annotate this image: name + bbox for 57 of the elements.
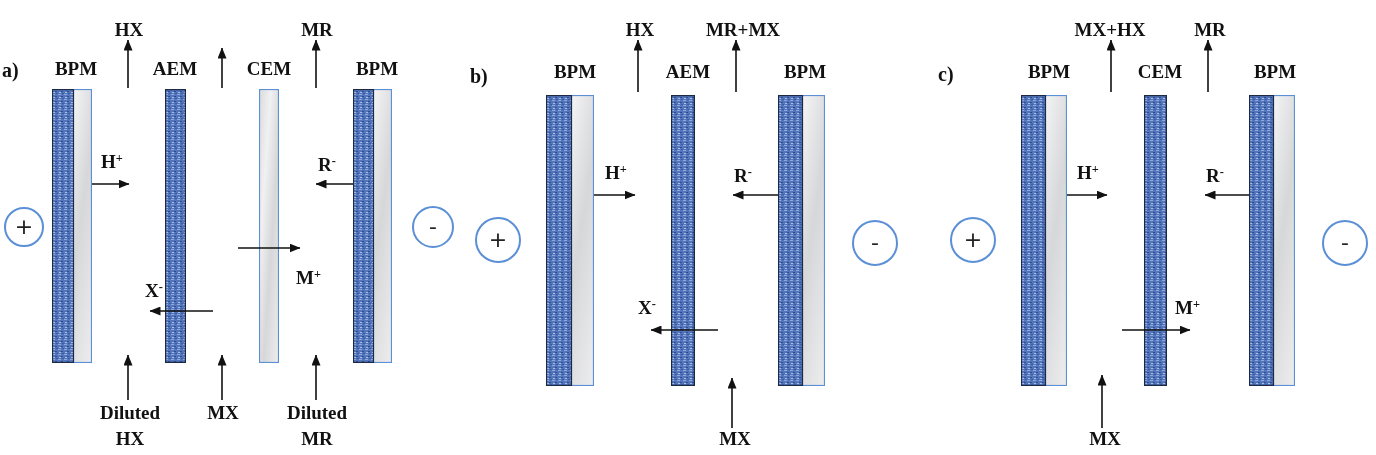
stream-label: MX <box>1089 428 1121 450</box>
membrane-label: BPM <box>1253 62 1297 82</box>
arrow <box>593 190 636 200</box>
stream-label: MX <box>719 428 751 450</box>
arrow <box>732 190 779 200</box>
membrane-label: AEM <box>665 62 711 82</box>
panel-label: a) <box>2 60 19 80</box>
arrow <box>727 377 737 429</box>
arrow <box>633 39 643 93</box>
membrane-label: AEM <box>152 59 198 79</box>
stream-label: Diluted HX <box>90 400 170 452</box>
stream-label: HX <box>625 20 655 40</box>
ion-label: X$^{-}$ <box>145 281 163 301</box>
membrane-label: BPM <box>783 62 827 82</box>
arrow <box>1097 374 1107 429</box>
membrane-label: BPM <box>54 59 98 79</box>
polarity-sign: + <box>950 217 996 263</box>
arrow <box>91 179 130 189</box>
polarity-sign: - <box>1322 220 1368 266</box>
arrow <box>311 39 321 89</box>
stream-label: MX+HX <box>1074 20 1146 40</box>
arrow <box>1066 190 1108 200</box>
edge-label: H$^{+}$ <box>1077 163 1099 183</box>
edge-label: R$^{-}$ <box>318 155 336 175</box>
polarity-sign: + <box>4 207 44 247</box>
stream-label: MR+MX <box>705 20 781 40</box>
stream-label: Diluted MR <box>277 400 357 452</box>
membrane-label: CEM <box>1137 62 1183 82</box>
stream-label: MR <box>301 20 333 40</box>
edge-label: H$^{+}$ <box>605 163 627 183</box>
membrane-label: BPM <box>1027 62 1071 82</box>
arrow <box>217 354 227 401</box>
stream-label: MR <box>1194 20 1226 40</box>
stream-label: HX <box>114 20 144 40</box>
polarity-sign: - <box>412 206 454 248</box>
arrow <box>1204 190 1250 200</box>
arrow <box>1203 39 1213 93</box>
arrow <box>123 354 133 401</box>
ion-label: M$^{+}$ <box>296 268 321 288</box>
membrane-label: CEM <box>246 59 292 79</box>
polarity-sign: - <box>852 220 898 266</box>
arrow <box>123 39 133 89</box>
membrane-label: BPM <box>553 62 597 82</box>
panel-label: c) <box>938 64 954 84</box>
ion-label: M$^{+}$ <box>1175 298 1200 318</box>
panel-label: b) <box>470 66 488 86</box>
arrow <box>1106 39 1116 93</box>
arrow <box>731 39 741 93</box>
polarity-sign: + <box>475 217 521 263</box>
arrow <box>311 354 321 401</box>
edge-label: R$^{-}$ <box>734 166 752 186</box>
membrane-label: BPM <box>355 59 399 79</box>
edge-label: H$^{+}$ <box>101 152 123 172</box>
ion-label: X$^{-}$ <box>638 298 656 318</box>
edge-label: R$^{-}$ <box>1206 166 1224 186</box>
stream-label: MX <box>207 400 239 426</box>
arrow <box>315 179 354 189</box>
